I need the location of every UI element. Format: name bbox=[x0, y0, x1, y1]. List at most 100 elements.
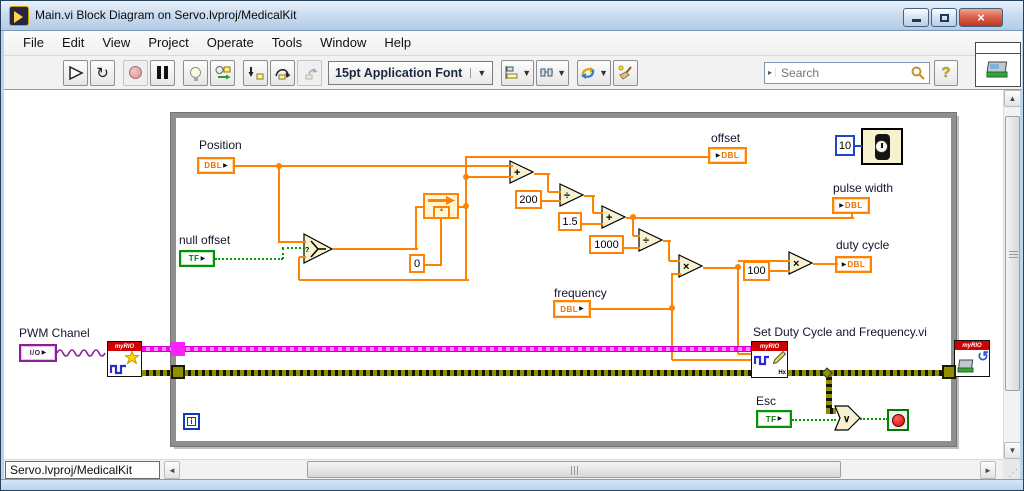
menu-tools[interactable]: Tools bbox=[271, 35, 303, 50]
minimize-button[interactable] bbox=[903, 8, 929, 27]
feedback-initializer[interactable]: ▲ bbox=[433, 206, 450, 217]
scroll-right-button[interactable]: ► bbox=[980, 461, 996, 479]
wire bbox=[142, 370, 754, 376]
terminal-arrow-icon: ▶ bbox=[200, 255, 206, 262]
menu-edit[interactable]: Edit bbox=[61, 35, 85, 50]
menu-project[interactable]: Project bbox=[148, 35, 189, 50]
font-selector[interactable]: 15pt Application Font ▼ bbox=[328, 60, 494, 85]
distribute-objects-button[interactable]: ▼ bbox=[536, 59, 570, 86]
null-offset-control[interactable]: TF▶ bbox=[179, 250, 215, 267]
chevron-down-icon: ▼ bbox=[522, 67, 532, 78]
loop-iteration-terminal[interactable]: i bbox=[183, 413, 200, 430]
position-control[interactable]: DBL▶ bbox=[197, 157, 235, 174]
retain-wire-values-button[interactable] bbox=[210, 59, 235, 86]
step-out-button[interactable] bbox=[297, 59, 322, 86]
divide-node[interactable]: ÷ bbox=[638, 228, 664, 253]
run-button[interactable] bbox=[63, 59, 88, 86]
stop-button-terminal[interactable] bbox=[887, 409, 909, 431]
frequency-control[interactable]: DBL▶ bbox=[553, 300, 591, 318]
step-over-button[interactable] bbox=[270, 59, 295, 86]
add-node[interactable]: + bbox=[601, 205, 627, 230]
distribute-objects-icon bbox=[540, 68, 554, 77]
constant-1-5[interactable]: 1.5 bbox=[558, 212, 582, 231]
terminal-arrow-icon: ▶ bbox=[223, 162, 228, 169]
menu-window[interactable]: Window bbox=[320, 35, 367, 50]
menu-help[interactable]: Help bbox=[384, 35, 412, 50]
chevron-down-icon: ▼ bbox=[557, 67, 567, 78]
duty-cycle-indicator[interactable]: ▶DBL bbox=[835, 256, 872, 273]
vertical-scrollbar-thumb[interactable] bbox=[1005, 116, 1020, 391]
probe-icon bbox=[215, 66, 230, 80]
wire bbox=[466, 176, 513, 178]
feedback-node[interactable]: ▲ bbox=[423, 193, 459, 219]
reorder-button[interactable]: ▼ bbox=[577, 59, 611, 86]
wire bbox=[415, 206, 417, 250]
pause-button[interactable] bbox=[150, 59, 175, 86]
wire bbox=[738, 260, 790, 262]
wire bbox=[57, 349, 106, 357]
vertical-scrollbar[interactable]: ▲ ▼ bbox=[1003, 90, 1021, 459]
wire bbox=[592, 196, 594, 213]
esc-control[interactable]: TF▶ bbox=[756, 410, 792, 428]
tunnel-error-left[interactable] bbox=[171, 365, 185, 379]
menu-file[interactable]: File bbox=[23, 35, 44, 50]
constant-1000[interactable]: 1000 bbox=[589, 235, 624, 254]
while-loop[interactable] bbox=[170, 112, 957, 447]
set-duty-vi-label: Set Duty Cycle and Frequency.vi bbox=[753, 325, 927, 339]
pwm-chanel-control[interactable]: I/O▶ bbox=[19, 344, 57, 362]
menu-operate[interactable]: Operate bbox=[206, 35, 254, 50]
wire bbox=[738, 353, 754, 355]
horizontal-scrollbar-thumb[interactable] bbox=[307, 461, 841, 478]
add-node[interactable]: + bbox=[509, 160, 535, 185]
constant-10[interactable]: 10 bbox=[835, 135, 855, 156]
wire bbox=[633, 217, 854, 219]
search-box[interactable]: ▸ bbox=[764, 61, 930, 84]
tunnel-pwm[interactable] bbox=[171, 342, 185, 356]
wait-ms-node[interactable] bbox=[861, 128, 903, 165]
block-diagram-canvas[interactable]: Position null offset PWM Chanel frequenc… bbox=[4, 90, 1003, 459]
offset-indicator[interactable]: ▶DBL bbox=[708, 147, 747, 164]
divide-node[interactable]: ÷ bbox=[559, 183, 585, 208]
vi-icon-pane[interactable] bbox=[975, 42, 1021, 87]
myrio-reset-node[interactable]: myRIO ↺ bbox=[954, 340, 990, 377]
select-node[interactable]: ? bbox=[303, 233, 334, 265]
align-objects-button[interactable]: ▼ bbox=[501, 59, 535, 86]
scroll-up-button[interactable]: ▲ bbox=[1004, 90, 1021, 107]
run-continuously-button[interactable]: ↻ bbox=[90, 59, 115, 86]
wire bbox=[282, 247, 305, 249]
menu-bar: File Edit View Project Operate Tools Win… bbox=[4, 31, 1022, 56]
wire bbox=[770, 270, 790, 272]
tunnel-error-right[interactable] bbox=[942, 365, 956, 379]
terminal-arrow-icon: ▶ bbox=[41, 350, 47, 356]
maximize-button[interactable] bbox=[931, 8, 957, 27]
wire bbox=[416, 206, 425, 208]
myrio-open-pwm-node[interactable]: myRIO bbox=[107, 341, 142, 377]
close-icon: × bbox=[977, 10, 985, 25]
set-duty-cycle-frequency-node[interactable]: myRIO Hx bbox=[751, 341, 788, 378]
wire bbox=[826, 373, 832, 411]
multiply-node[interactable]: × bbox=[678, 254, 704, 279]
clean-up-diagram-button[interactable] bbox=[613, 59, 638, 86]
wire bbox=[813, 263, 838, 265]
abort-button[interactable] bbox=[123, 59, 148, 86]
context-help-button[interactable]: ? bbox=[934, 59, 958, 86]
highlight-execution-button[interactable] bbox=[183, 59, 208, 86]
scroll-down-button[interactable]: ▼ bbox=[1004, 442, 1021, 459]
or-node[interactable]: ∨ bbox=[834, 405, 862, 432]
constant-200[interactable]: 200 bbox=[515, 190, 542, 209]
svg-text:×: × bbox=[683, 261, 689, 273]
constant-0[interactable]: 0 bbox=[409, 254, 425, 273]
menu-view[interactable]: View bbox=[102, 35, 131, 50]
close-button[interactable]: × bbox=[959, 8, 1003, 27]
title-bar: Main.vi Block Diagram on Servo.lvproj/Me… bbox=[1, 1, 1023, 31]
wire bbox=[534, 173, 550, 175]
step-into-button[interactable] bbox=[243, 59, 268, 86]
search-input[interactable] bbox=[776, 64, 910, 81]
constant-100[interactable]: 100 bbox=[743, 261, 770, 281]
wire bbox=[860, 418, 888, 420]
tab-servo-lvproj[interactable]: Servo.lvproj/MedicalKit bbox=[5, 461, 160, 479]
frequency-label: frequency bbox=[554, 286, 607, 300]
multiply-node[interactable]: × bbox=[788, 251, 814, 276]
scroll-left-button[interactable]: ◄ bbox=[164, 461, 180, 479]
pulse-width-indicator[interactable]: ▶DBL bbox=[832, 197, 870, 214]
